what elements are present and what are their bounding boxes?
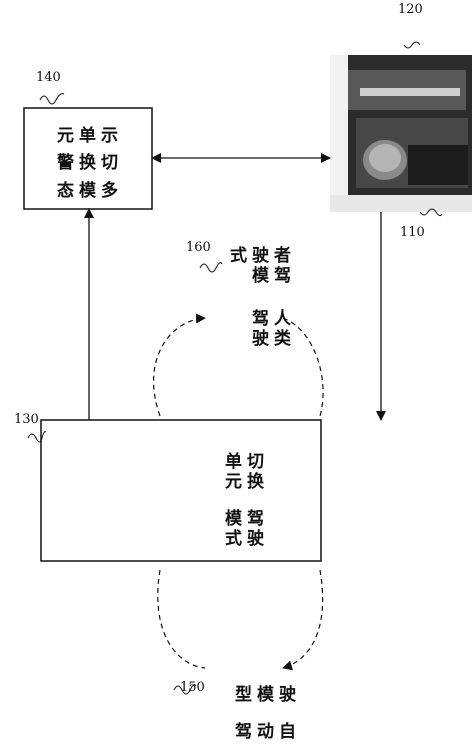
auto-mode-loop-return [282,569,324,671]
switching-unit-label-line1: 驾驶模式 [221,509,263,549]
warning-unit-label-line3: 示单元 [53,126,117,147]
warning-unit-label-line2: 切换警 [53,153,117,174]
auto-mode-label-line2: 驶模型 [231,685,295,705]
ref-number-camera: 120 [398,2,423,17]
driver-photo [330,55,472,212]
ref-leader-160 [199,262,223,273]
auto-mode-label-line1: 自动驾 [231,722,295,742]
human-mode-loop-return [282,317,324,417]
ref-number-switching-unit: 130 [14,412,39,427]
switching-unit-label: 驾驶模式 切换单元 [220,452,264,562]
ref-leader-140 [39,93,65,105]
switching-unit-label-line2: 切换单元 [221,452,263,492]
human-mode-label: 人类驾驶 者驾驶模式 [225,246,291,356]
ref-leader-130 [27,431,47,443]
ref-number-driver-photo: 110 [400,225,425,240]
ref-leader-150 [173,684,197,695]
ref-number-human-mode: 160 [186,240,211,255]
human-mode-label-line1: 人类驾驶 [248,308,290,349]
human-mode-loop [152,313,206,417]
warning-unit-label: 多模态 切换警 示单元 [52,126,118,206]
warning-unit-label-line1: 多模态 [53,180,117,201]
ref-leader-120 [403,41,421,49]
auto-mode-label: 自动驾 驶模型 [230,685,296,755]
ref-leader-110 [419,208,443,217]
warning-unit-box [23,107,153,210]
switching-unit-box [40,419,322,562]
ref-number-warning-unit: 140 [36,70,61,85]
ref-number-auto-mode: 150 [180,680,205,695]
human-mode-label-line2: 者驾驶模式 [226,246,290,286]
auto-mode-loop [157,569,206,669]
